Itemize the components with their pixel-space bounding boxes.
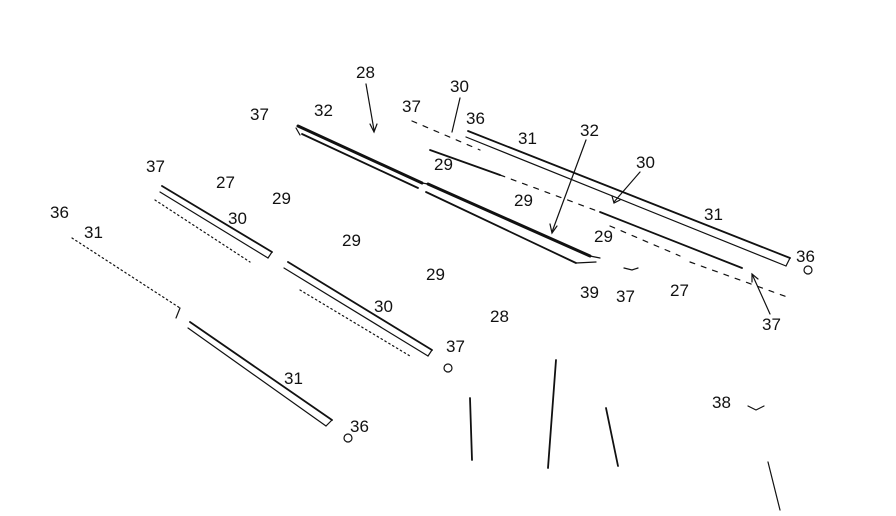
label-36-a: 36 (466, 109, 485, 128)
label-29-e: 29 (594, 227, 613, 246)
label-32-b: 32 (580, 121, 599, 140)
label-29-d: 29 (342, 231, 361, 250)
label-37-d: 37 (616, 287, 635, 306)
label-29-b: 29 (272, 189, 291, 208)
label-36-c: 36 (796, 247, 815, 266)
leader-lines (365, 83, 771, 315)
lower-rail-31 (71, 237, 333, 427)
label-37-a: 37 (250, 105, 269, 124)
label-29-c: 29 (514, 191, 533, 210)
upper-rail-30 (411, 120, 791, 299)
fasteners (343, 265, 813, 443)
label-37-b: 37 (402, 97, 421, 116)
label-27-a: 27 (216, 173, 235, 192)
reference-numerals: 28 37 32 37 30 36 31 32 30 37 27 29 29 2… (50, 63, 815, 436)
label-29-a: 29 (434, 155, 453, 174)
label-36-b: 36 (50, 203, 69, 222)
label-30-b: 30 (636, 153, 655, 172)
label-30-a: 30 (450, 77, 469, 96)
label-30-c: 30 (228, 209, 247, 228)
label-31-b: 31 (704, 205, 723, 224)
label-37-e: 37 (762, 315, 781, 334)
support-posts (469, 359, 781, 511)
label-28-mid: 28 (490, 307, 509, 326)
label-27-b: 27 (670, 281, 689, 300)
label-30-d: 30 (374, 297, 393, 316)
label-28-top: 28 (356, 63, 375, 82)
label-38: 38 (712, 393, 731, 412)
label-29-f: 29 (426, 265, 445, 284)
upper-rail-32 (295, 124, 601, 264)
label-32-a: 32 (314, 101, 333, 120)
upper-rail-31 (465, 130, 791, 267)
label-31-d: 31 (284, 369, 303, 388)
label-31-a: 31 (518, 129, 537, 148)
label-37-c: 37 (146, 157, 165, 176)
middle-rail-30 (154, 185, 433, 357)
label-39: 39 (580, 283, 599, 302)
label-31-c: 31 (84, 223, 103, 242)
label-36-d: 36 (350, 417, 369, 436)
label-37-f: 37 (446, 337, 465, 356)
